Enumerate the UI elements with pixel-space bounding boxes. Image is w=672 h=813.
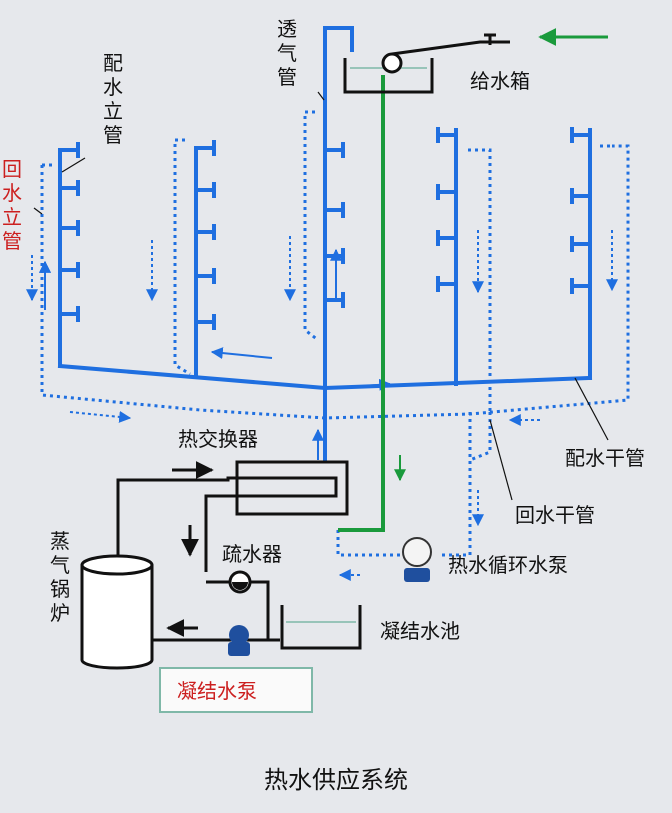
label-condensate-pump: 凝结水泵 — [177, 679, 257, 703]
diagram-caption: 热水供应系统 — [264, 766, 408, 794]
label-supply-riser-4: 管 — [103, 123, 123, 147]
drain-trap-icon — [228, 570, 252, 594]
label-return-riser-3: 立 — [2, 205, 22, 229]
label-supply-riser-1: 配 — [103, 51, 123, 75]
return-into-exchanger — [336, 530, 400, 557]
labels: 透 气 管 配 水 立 管 回 水 立 管 给水箱 配水干管 回水干管 热交换器… — [2, 17, 645, 703]
cold-water-line — [338, 28, 608, 532]
steam-condensate-pipes — [150, 461, 280, 642]
label-condensate-tank: 凝结水池 — [380, 619, 460, 643]
label-vent-pipe-3: 管 — [277, 65, 297, 89]
condensate-tank — [280, 605, 362, 650]
label-boiler-4: 炉 — [50, 601, 70, 625]
return-down-to-pump — [440, 412, 472, 557]
label-return-riser-4: 管 — [2, 229, 22, 253]
leader-lines — [33, 91, 609, 501]
label-boiler-3: 锅 — [50, 577, 70, 601]
water-tank — [343, 33, 510, 94]
return-to-pump — [469, 412, 492, 462]
label-supply-main: 配水干管 — [565, 446, 645, 470]
boiler — [80, 554, 154, 670]
fixture-branches — [60, 127, 590, 330]
label-return-riser-2: 水 — [2, 181, 22, 205]
heat-exchanger — [116, 460, 349, 572]
label-heat-exchanger: 热交换器 — [178, 427, 258, 451]
label-drain-trap: 疏水器 — [222, 542, 282, 566]
condensate-pump-icon — [228, 625, 250, 656]
label-vent-pipe-2: 气 — [277, 41, 297, 65]
label-tank: 给水箱 — [470, 69, 530, 93]
circulation-pump-icon — [402, 537, 432, 582]
return-riser-2 — [173, 138, 191, 376]
label-supply-riser-2: 水 — [103, 75, 123, 99]
label-return-main: 回水干管 — [515, 503, 595, 527]
supply-network — [57, 26, 593, 467]
return-network — [40, 110, 630, 557]
flow-arrows — [26, 230, 618, 581]
label-circ-pump: 热水循环水泵 — [448, 553, 568, 577]
label-return-riser-1: 回 — [2, 157, 22, 181]
label-vent-pipe-1: 透 — [277, 17, 297, 41]
float-valve-icon — [381, 52, 403, 74]
condensate-pump-label-box — [159, 667, 313, 713]
return-riser-3 — [303, 110, 319, 342]
return-riser-4 — [468, 148, 492, 412]
label-boiler-1: 蒸 — [50, 529, 70, 553]
label-boiler-2: 气 — [50, 553, 70, 577]
label-supply-riser-3: 立 — [103, 99, 123, 123]
return-main-pipe — [40, 144, 630, 420]
trap-to-tank — [250, 580, 280, 642]
